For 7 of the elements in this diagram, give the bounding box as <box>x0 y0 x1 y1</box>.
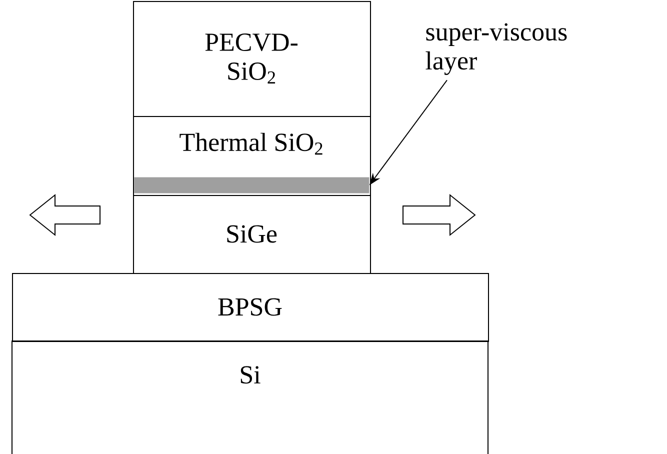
callout-text: super-viscous layer <box>426 23 567 76</box>
layer-box: SiGe <box>133 195 371 274</box>
viscous-layer-band <box>134 177 370 194</box>
layer-box: Si <box>12 340 488 454</box>
layer-box: BPSG <box>12 273 489 342</box>
layer-box: PECVD- SiO$_{2}$ <box>133 1 371 117</box>
layer-box: Thermal SiO$_{2}$ <box>133 116 371 196</box>
